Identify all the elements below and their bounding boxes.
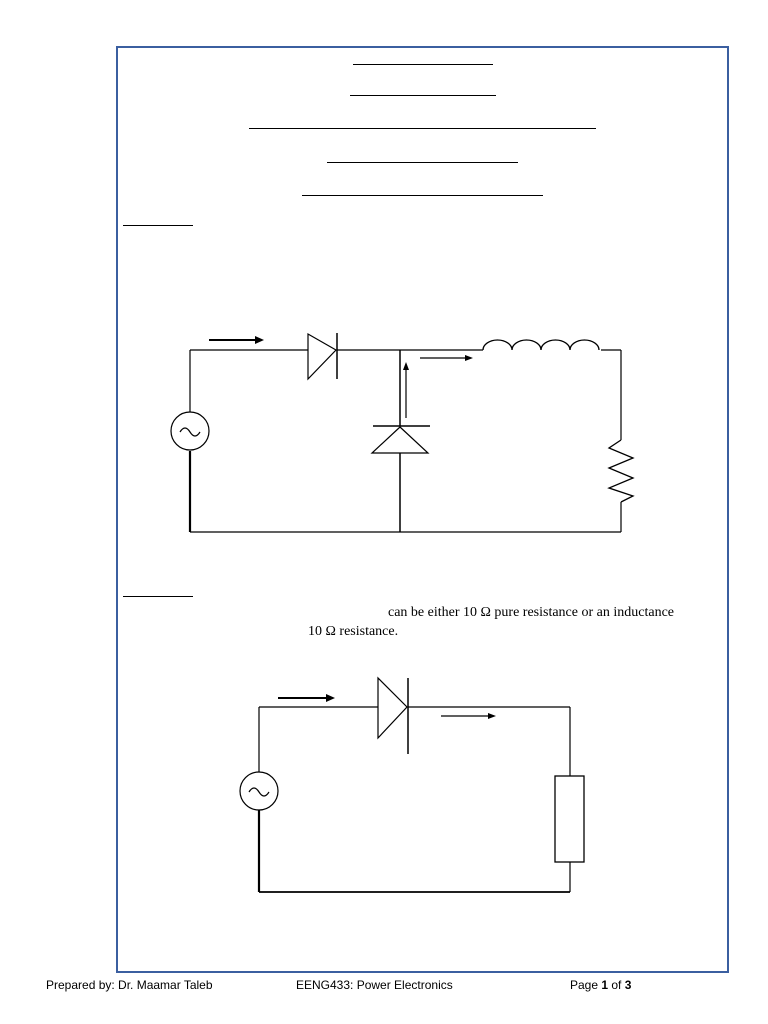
resistor-symbol: [607, 439, 635, 503]
problem-text-line-2: 10 Ω resistance.: [308, 624, 399, 639]
title-line-4: [327, 162, 518, 163]
footer-page-total: 3: [624, 978, 632, 992]
diode-symbol-2: [377, 676, 408, 740]
inductor-symbol: [482, 339, 600, 351]
footer-page-mid: of: [608, 978, 625, 992]
title-line-5: [302, 195, 543, 196]
current-arrow-5-head: [488, 713, 496, 719]
current-arrow-4-head: [326, 694, 335, 702]
title-line-3: [249, 128, 596, 129]
footer-prepared-by: Prepared by: Dr. Maamar Taleb: [46, 978, 213, 992]
section-heading-line-2: [123, 596, 193, 597]
ac-source-wave-1: [179, 427, 201, 437]
page-border-frame: [116, 46, 729, 973]
footer-course: EENG433: Power Electronics: [296, 978, 453, 992]
title-line-2: [350, 95, 496, 96]
current-arrow-1-head: [255, 336, 264, 344]
title-line-1: [353, 64, 493, 65]
current-arrow-2-head: [465, 355, 473, 361]
diode-symbol-1: [307, 332, 337, 381]
problem-text-line-1: can be either 10 Ω pure resistance or an…: [388, 605, 674, 620]
load-block: [554, 775, 585, 863]
current-arrow-3-head: [403, 362, 409, 370]
footer-page-number: Page 1 of 3: [570, 978, 631, 992]
footer-page-current: 1: [601, 978, 609, 992]
ac-source-wave-2: [248, 787, 270, 797]
section-heading-line-1: [123, 225, 193, 226]
footer-page-prefix: Page: [570, 978, 602, 992]
